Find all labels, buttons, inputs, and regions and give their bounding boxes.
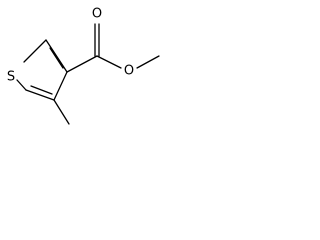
- bond-c3-carbonyl: [66, 55, 98, 73]
- bond-c2-c3-inner: [49, 47, 64, 69]
- bond-c2-c3: [45, 39, 68, 73]
- bond-carbonyl-ester-o: [96, 55, 122, 69]
- bond-c4-c5: [25, 89, 55, 101]
- sulfur-atom-label: S: [7, 70, 15, 85]
- chemical-structure: S O O: [7, 7, 160, 125]
- thiophene-ring: [16, 39, 68, 101]
- methyl-ester-group: [66, 23, 160, 73]
- bond-s1-c2: [23, 39, 47, 63]
- carbonyl-oxygen-label: O: [92, 7, 102, 22]
- bond-c3-c4: [53, 71, 68, 101]
- bond-c5-s1: [16, 79, 27, 91]
- bond-c4-c5-inner: [30, 85, 53, 95]
- bond-c4-methyl: [53, 99, 70, 125]
- ester-oxygen-label: O: [124, 64, 134, 79]
- bond-ester-o-methyl: [136, 55, 160, 69]
